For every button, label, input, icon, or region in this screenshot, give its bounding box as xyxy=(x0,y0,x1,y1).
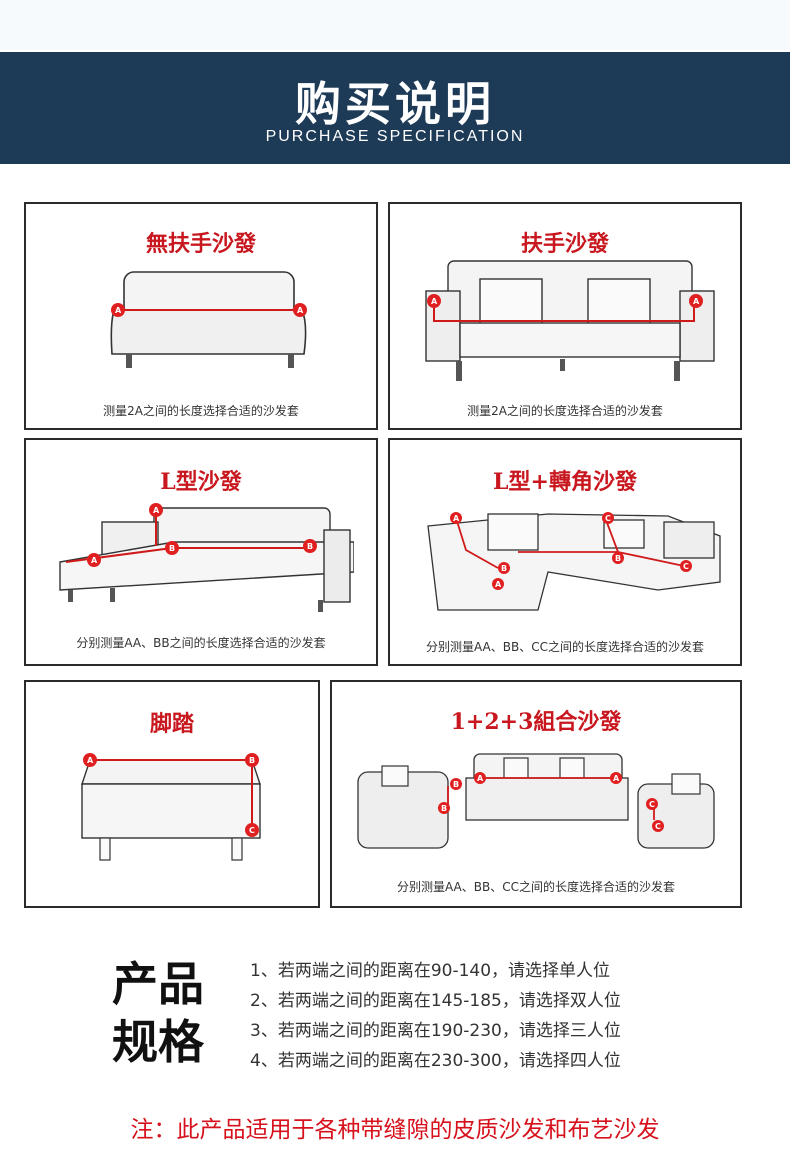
spec-heading-line2: 规格 xyxy=(112,1015,204,1069)
spec-line: 3、若两端之间的距离在190-230，请选择三人位 xyxy=(250,1021,621,1041)
marker-c: C xyxy=(683,562,689,571)
panel-title: 扶手沙發 xyxy=(520,231,609,257)
panel-l-corner-sofa: L型+轉角沙發 A A B B C C 分别测量AA、BB、CC之间的长度选择合… xyxy=(388,438,742,666)
marker-a: A xyxy=(153,506,160,515)
page-title: 购买说明 xyxy=(295,77,495,131)
marker-a: A xyxy=(693,297,700,306)
marker-a: A xyxy=(453,514,460,523)
arm-sofa-illustration: A A xyxy=(425,260,715,381)
panel-caption: 测量2A之间的长度选择合适的沙发套 xyxy=(467,404,663,418)
spec-line: 1、若两端之间的距离在90-140，请选择单人位 xyxy=(250,961,611,981)
marker-c: C xyxy=(249,826,255,835)
combo-sofa-illustration: A A B B C C xyxy=(357,753,715,849)
panel-l-sofa: L型沙發 A A B B 分别测量AA、BB之间的长度选择合适的沙发套 xyxy=(24,438,378,666)
marker-a: A xyxy=(297,306,304,315)
marker-b: B xyxy=(615,554,621,563)
panel-caption: 分别测量AA、BB、CC之间的长度选择合适的沙发套 xyxy=(426,640,704,654)
top-strip xyxy=(0,0,790,50)
panel-arm-sofa: 扶手沙發 A A 测量2A之间的长度选择合适的沙发套 xyxy=(388,202,742,430)
marker-b: B xyxy=(501,564,507,573)
l-sofa-illustration: A A B B xyxy=(59,503,354,612)
marker-b: B xyxy=(169,544,175,553)
panel-title: L型+轉角沙發 xyxy=(493,469,637,495)
l-corner-sofa-illustration: A A B B C C xyxy=(427,512,721,611)
panel-caption: 分别测量AA、BB之间的长度选择合适的沙发套 xyxy=(76,636,326,650)
panel-armless-sofa: 無扶手沙發 A A 测量2A之间的长度选择合适的沙发套 xyxy=(24,202,378,430)
marker-a: A xyxy=(91,556,98,565)
page-subtitle: PURCHASE SPECIFICATION xyxy=(265,128,525,145)
footstool-illustration: A B C xyxy=(81,753,261,861)
marker-c: C xyxy=(655,822,661,831)
spec-line: 4、若两端之间的距离在230-300，请选择四人位 xyxy=(250,1051,621,1071)
marker-a: A xyxy=(477,774,484,783)
usage-note: 注：此产品适用于各种带缝隙的皮质沙发和布艺沙发 xyxy=(130,1117,660,1143)
marker-a: A xyxy=(115,306,122,315)
armless-sofa-illustration: A A xyxy=(110,271,307,368)
marker-b: B xyxy=(249,756,255,765)
marker-b: B xyxy=(441,804,447,813)
panel-title: 1+2+3組合沙發 xyxy=(450,709,622,735)
marker-b: B xyxy=(307,542,313,551)
marker-a: A xyxy=(87,756,94,765)
spec-heading-line1: 产品 xyxy=(112,957,204,1011)
panel-title: L型沙發 xyxy=(160,469,242,495)
panel-caption: 测量2A之间的长度选择合适的沙发套 xyxy=(103,404,299,418)
panel-footstool: 脚踏 A B C xyxy=(24,680,320,908)
marker-a: A xyxy=(613,774,620,783)
marker-a: A xyxy=(495,580,502,589)
marker-a: A xyxy=(431,297,438,306)
spec-line: 2、若两端之间的距离在145-185，请选择双人位 xyxy=(250,991,621,1011)
marker-c: C xyxy=(605,514,611,523)
header-banner: 购买说明 PURCHASE SPECIFICATION xyxy=(0,52,790,164)
panel-title: 脚踏 xyxy=(149,711,194,737)
panel-title: 無扶手沙發 xyxy=(145,231,256,257)
panel-combo-sofa: 1+2+3組合沙發 A A B B C C 分别测量AA、BB、CC之间的长度选… xyxy=(330,680,742,908)
marker-b: B xyxy=(453,780,459,789)
panel-caption: 分别测量AA、BB、CC之间的长度选择合适的沙发套 xyxy=(397,880,675,894)
marker-c: C xyxy=(649,800,655,809)
